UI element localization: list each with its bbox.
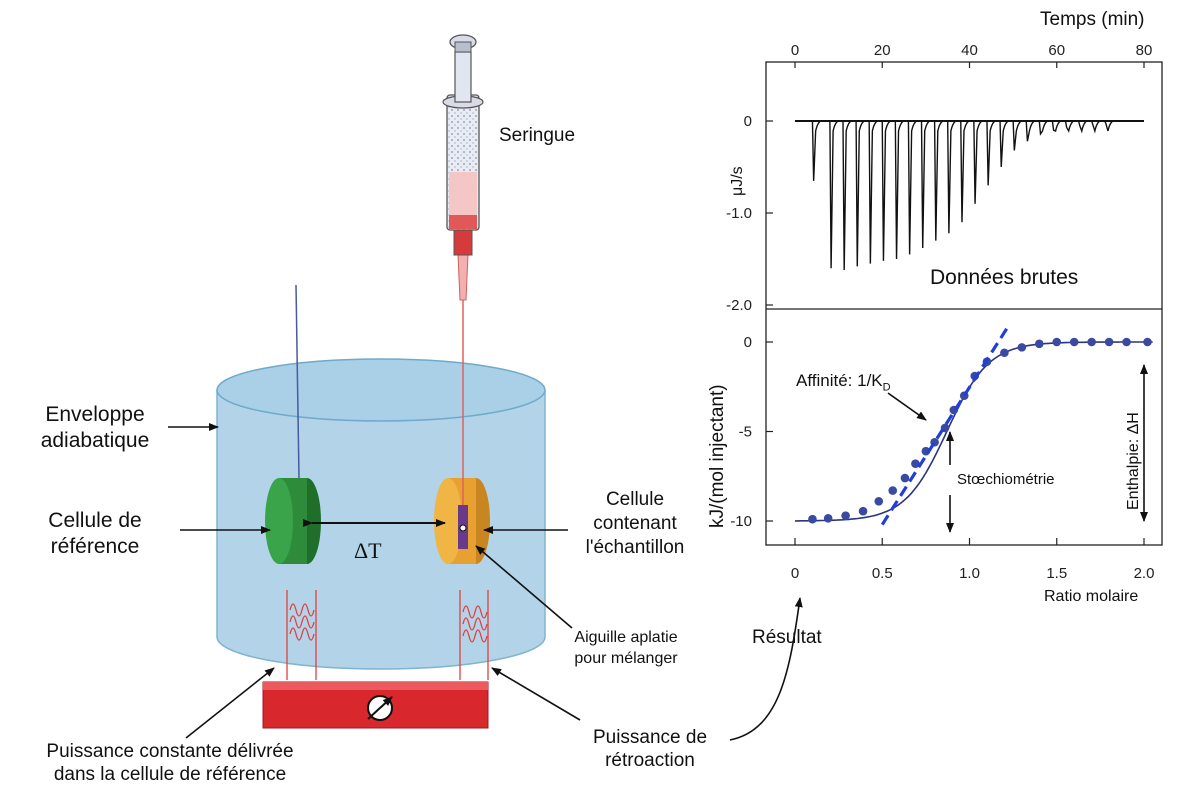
data-point [911,459,920,469]
injection-peak [1038,120,1048,136]
injection-peak [1025,120,1035,142]
raw-y-tick-label: -1.0 [726,205,752,222]
data-point [1017,343,1027,352]
injection-peak [986,120,996,186]
time-axis-label: Temps (min) [1040,9,1145,30]
feedback-heater [262,681,489,729]
needle-label: Aiguille aplatie pour mélanger [574,629,678,667]
binding-isotherm-chart: 0 0.5 1.0 1.5 2.0 0 -5 -10 [730,323,1155,582]
chart-panel: 0 20 40 60 80 0 -1.0 -2.0 0 0.5 1.0 1.5 2.0 0 -5 -10 [726,42,1163,582]
feedback-power-label: Puissance de rétroaction [592,727,708,771]
ratio-tick-label: 1.0 [959,565,980,582]
data-point [1000,348,1009,358]
injection-peak [842,120,852,271]
raw-y-axis-label: μJ/s [729,166,746,196]
data-point [1087,337,1096,347]
fit-curve [795,341,1153,522]
data-point [874,497,884,506]
data-point [808,514,817,524]
heater-wires [286,590,489,680]
reference-cell-label: Cellule de référence [48,509,142,558]
binding-y-axis-label: kJ/(mol injectant) [707,384,728,528]
binding-y-tick-label: -5 [739,424,752,441]
data-point [858,506,868,516]
time-tick-label: 20 [874,42,891,59]
data-point [1143,337,1152,347]
data-point [823,514,833,523]
label-arrows [168,423,803,741]
syringe [442,34,484,505]
molar-ratio-axis-label: Ratio molaire [1044,588,1139,605]
ratio-tick-label: 0 [791,565,799,582]
injection-peak [1104,120,1114,132]
data-point [900,473,910,483]
injection-peak [907,120,917,255]
injection-peak [960,120,970,223]
injection-peak [1090,120,1101,134]
calorimeter-apparatus [168,34,803,741]
stoichiometry-label: Stœchiométrie [957,471,1055,488]
data-point [1069,337,1079,347]
ratio-tick-label: 2.0 [1134,565,1155,582]
raw-chart-title: Données brutes [930,266,1079,289]
injection-peak [881,120,891,261]
time-tick-label: 0 [791,42,799,59]
ratio-tick-label: 0.5 [872,565,893,582]
sample-cell [434,478,490,564]
data-point [888,486,898,495]
data-point [1122,337,1131,347]
injection-peak [920,120,930,248]
jacket-label: Enveloppe adiabatique [40,403,150,452]
data-point [1035,339,1044,349]
reference-cell [265,284,321,564]
injection-peak [855,120,865,267]
data-point [921,446,931,456]
injection-peak [999,120,1009,168]
ratio-tick-label: 1.5 [1046,565,1067,582]
injection-peak [933,120,944,241]
binding-y-tick-label: 0 [744,334,752,351]
injection-peak [1077,120,1087,134]
injection-peak [811,120,821,181]
constant-power-label: Puissance constante délivrée dans la cel… [46,741,294,785]
affinity-label: Affinité: 1/KD [796,371,891,394]
result-label: Résultat [752,627,822,648]
delta-t-label: ΔT [354,538,382,563]
injection-peak [894,120,904,260]
sample-cell-label: Cellule contenant l'échantillon [585,489,685,558]
data-point [1052,337,1062,347]
raw-data-chart: 0 20 40 60 80 0 -1.0 -2.0 [726,42,1152,314]
syringe-label: Seringue [499,125,576,146]
binding-y-tick-label: -10 [730,513,752,530]
injection-peak [868,120,878,264]
injection-peak [973,120,983,204]
time-tick-label: 40 [961,42,978,59]
injection-peak [1051,120,1061,132]
enthalpy-label: Enthalpie: ΔH [1125,412,1142,510]
gauge-icon [367,695,393,721]
time-tick-label: 80 [1136,42,1153,59]
data-point [1104,337,1114,347]
affinity-arrow [887,392,927,421]
injection-peak [946,120,957,234]
time-tick-label: 60 [1048,42,1065,59]
injection-peak [829,120,839,269]
injection-peak [1012,120,1022,151]
slope-tangent-line [880,323,1011,526]
raw-y-tick-label: 0 [744,113,752,130]
raw-y-tick-label: -2.0 [726,297,752,314]
data-point [841,511,850,520]
injection-peak [1064,120,1074,133]
